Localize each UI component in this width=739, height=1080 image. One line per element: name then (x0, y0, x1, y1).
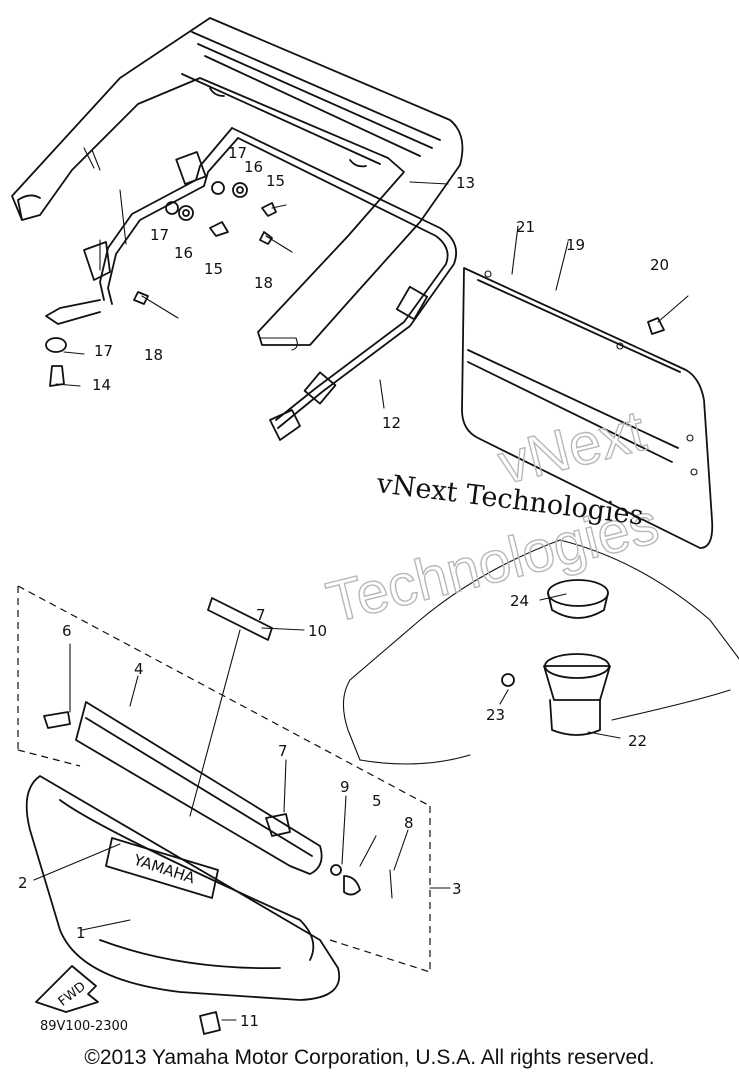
part-label-19: 19 (566, 236, 585, 254)
part-label-12: 12 (382, 414, 401, 432)
handle-frame-part-13 (11, 17, 464, 351)
part-label-5: 5 (372, 792, 382, 810)
part-label-11: 11 (240, 1012, 259, 1030)
cover-part-1 (25, 775, 341, 1001)
part-label-17c: 17 (94, 342, 113, 360)
part-number-labels: 13 17 16 15 17 16 15 18 18 17 14 12 21 1… (18, 144, 669, 1030)
bracket-part-4 (75, 701, 323, 875)
part-label-23: 23 (486, 706, 505, 724)
small-parts-group-box (43, 597, 393, 1035)
part-label-7b: 7 (278, 742, 288, 760)
assembly-group-box-part-3 (17, 585, 445, 973)
part-label-16a: 16 (244, 158, 263, 176)
part-label-2: 2 (18, 874, 28, 892)
part-label-10: 10 (308, 622, 327, 640)
part-label-14: 14 (92, 376, 111, 394)
fasteners-top (45, 147, 293, 387)
fwd-text: FWD (56, 979, 89, 1010)
part-label-17b: 17 (150, 226, 169, 244)
watermark: vNext Technologies vNext Technologies (320, 397, 666, 636)
part-label-8: 8 (404, 814, 414, 832)
flap-part-19 (461, 267, 714, 549)
part-label-3: 3 (452, 880, 462, 898)
copyright-notice: ©2013 Yamaha Motor Corporation, U.S.A. A… (84, 1046, 655, 1069)
part-label-13: 13 (456, 174, 475, 192)
part-label-4: 4 (134, 660, 144, 678)
part-label-16b: 16 (174, 244, 193, 262)
part-label-20: 20 (650, 256, 669, 274)
part-label-9: 9 (340, 778, 350, 796)
part-label-15a: 15 (266, 172, 285, 190)
part-label-18a: 18 (254, 274, 273, 292)
part-label-18b: 18 (144, 346, 163, 364)
part-label-17a: 17 (228, 144, 247, 162)
part-label-1: 1 (76, 924, 86, 942)
part-label-15b: 15 (204, 260, 223, 278)
main-bar-part-12 (45, 127, 458, 441)
forward-arrow-icon: FWD (35, 965, 99, 1013)
body-hull-outline (342, 539, 739, 765)
diagram-code: 89V100-2300 (40, 1019, 128, 1034)
part-label-22: 22 (628, 732, 647, 750)
part-label-7a: 7 (256, 606, 266, 624)
part-label-24: 24 (510, 592, 529, 610)
part-label-21: 21 (516, 218, 535, 236)
part-label-6: 6 (62, 622, 72, 640)
leader-lines (33, 181, 621, 1021)
